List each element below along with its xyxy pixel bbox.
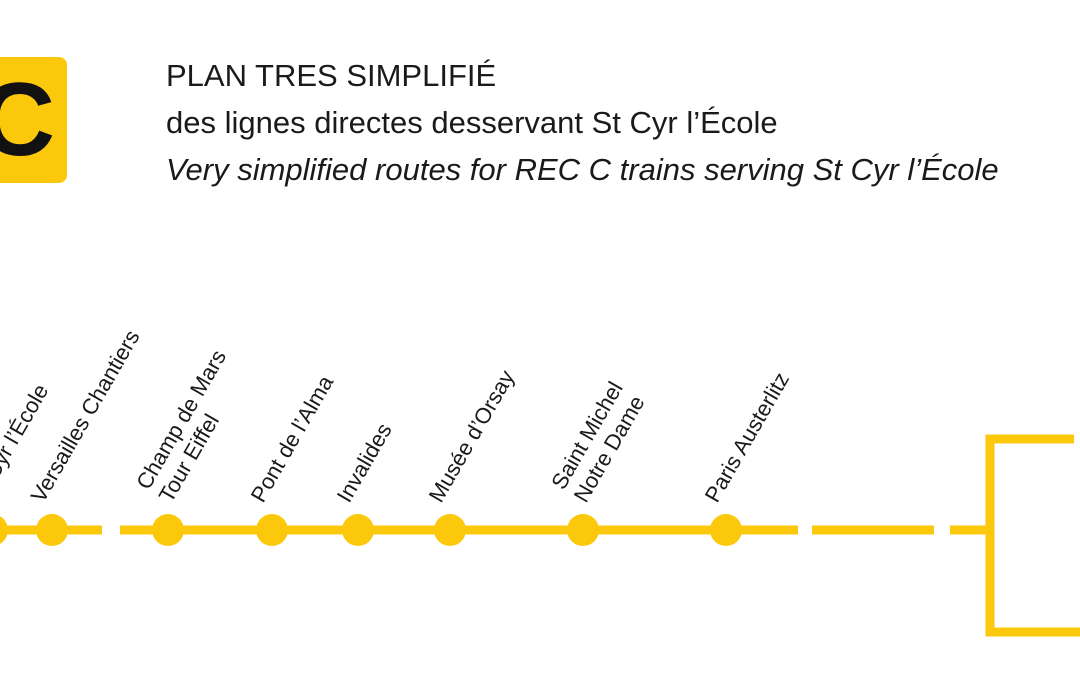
station-label-4: Pont de l’Alma xyxy=(246,370,339,506)
station-dot-2 xyxy=(36,514,68,546)
map-header: PLAN TRES SIMPLIFIÉ des lignes directes … xyxy=(166,52,999,193)
line-c-badge: C xyxy=(0,57,67,183)
map-subtitle-fr: des lignes directes desservant St Cyr l’… xyxy=(166,105,778,140)
station-label-6: Musée d’Orsay xyxy=(424,366,520,507)
station-dot-4 xyxy=(256,514,288,546)
station-label-8: Paris Austerlitz xyxy=(700,368,794,507)
line-c-letter: C xyxy=(0,62,56,178)
station-markers xyxy=(0,514,742,546)
station-label-2: Versailles Chantiers xyxy=(26,326,145,507)
map-title: PLAN TRES SIMPLIFIÉ xyxy=(166,58,497,93)
branch-bracket xyxy=(985,434,1080,637)
map-subtitle-en: Very simplified routes for REC C trains … xyxy=(166,152,999,187)
station-dot-3 xyxy=(152,514,184,546)
station-dot-6 xyxy=(434,514,466,546)
station-dot-5 xyxy=(342,514,374,546)
station-dot-1 xyxy=(0,516,8,544)
station-dot-8 xyxy=(710,514,742,546)
station-label-5: Invalides xyxy=(332,419,397,507)
station-dot-7 xyxy=(567,514,599,546)
